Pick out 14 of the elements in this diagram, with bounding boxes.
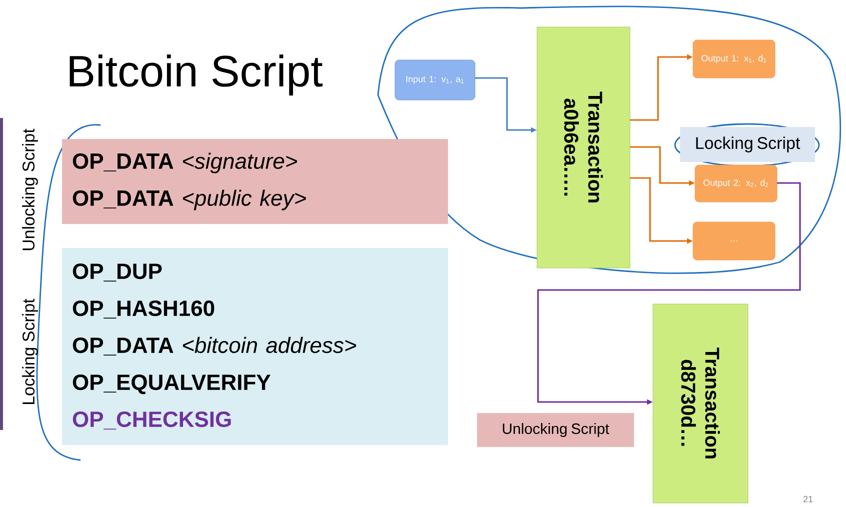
input-box: Input 1: v$_{1}$, a$_{1}$ xyxy=(394,60,476,100)
output-box: Output 2: x$_{2}$, d$_{2}$ xyxy=(694,164,778,202)
side-label: Locking Script xyxy=(22,298,38,404)
title: Bitcoin Script xyxy=(70,54,323,96)
script-label-box: Locking Script xyxy=(680,127,815,162)
code-box: OP_DUP OP_HASH160 OP_DATA <bitcoin address> OP_EQUALVERIFY OP_CHECKSIG xyxy=(62,248,448,445)
transaction-box: Transaction d8730d… xyxy=(652,304,748,504)
page-number: 21 xyxy=(803,496,813,502)
output-box: Output 1: x$_{1}$, d$_{1}$ xyxy=(692,40,776,78)
code-box: OP_DATA <signature> OP_DATA <public key> xyxy=(62,139,448,224)
output-box: … xyxy=(692,222,776,260)
side-label: Unlocking Script xyxy=(22,128,38,250)
transaction-box: Transaction a0b6ea….. xyxy=(536,26,630,268)
script-label-box: Unlocking Script xyxy=(477,413,634,447)
